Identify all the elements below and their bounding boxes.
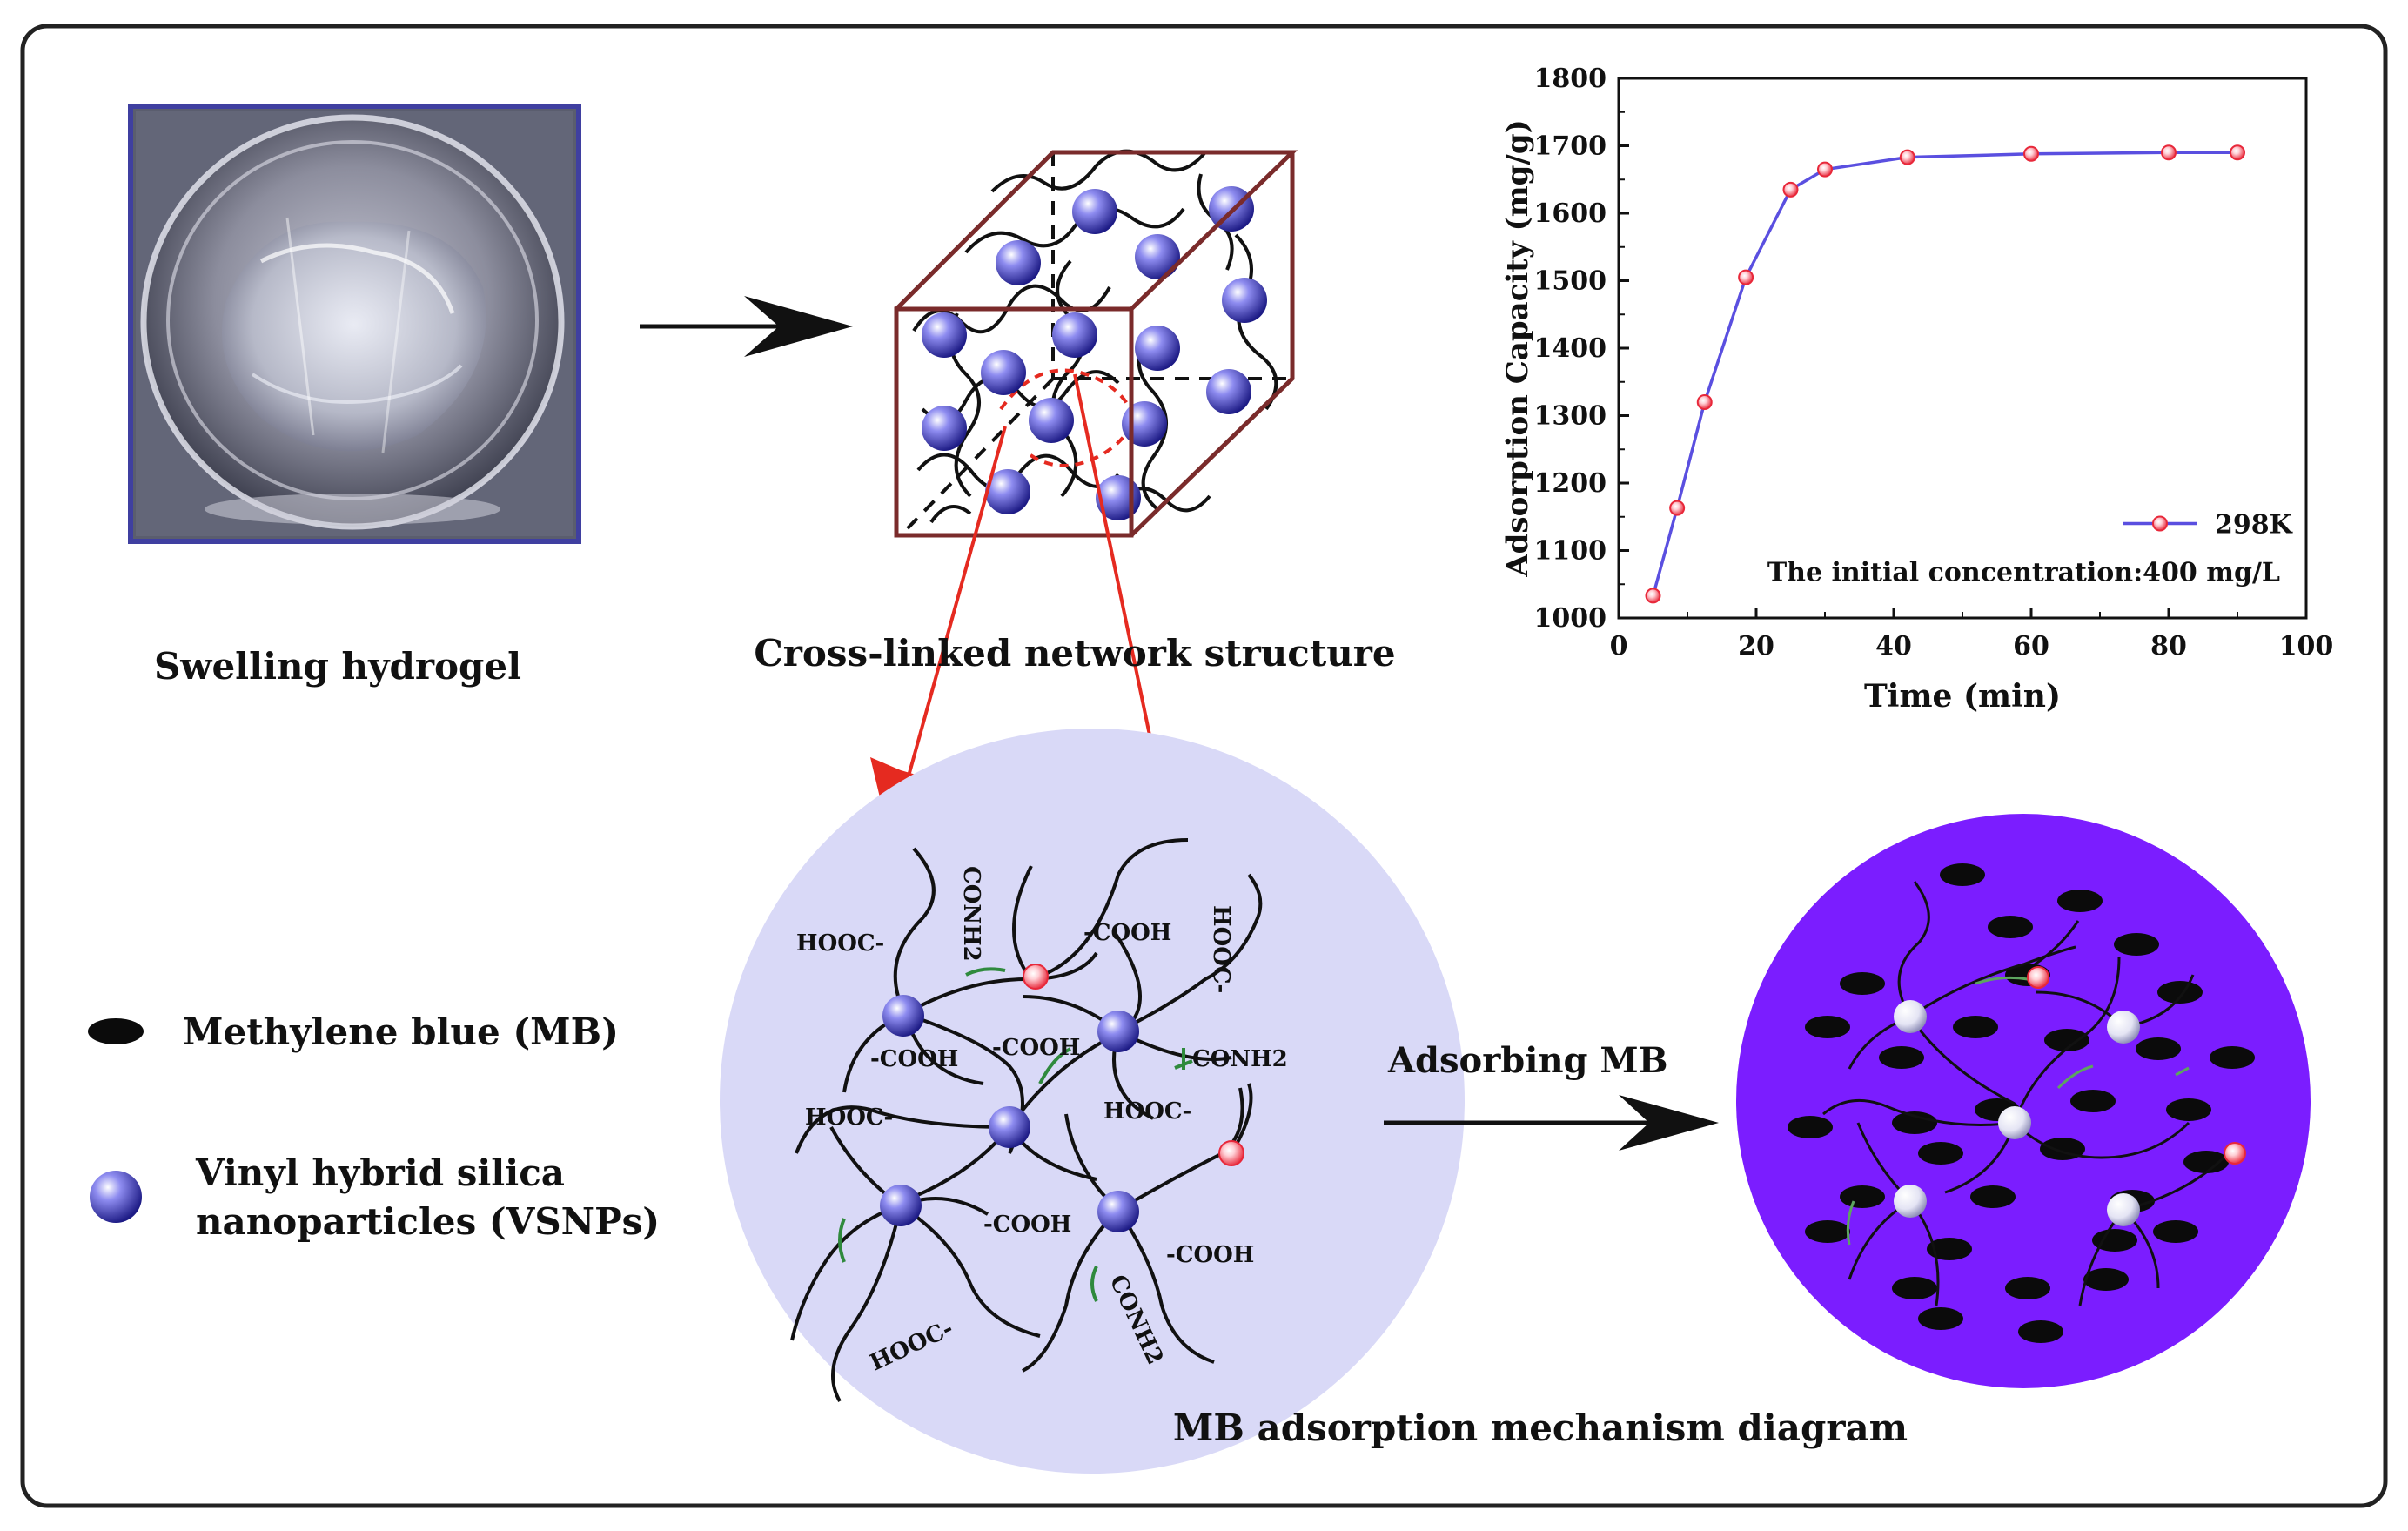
y-tick-label: 1200	[1534, 468, 1607, 499]
chart-annotation: The initial concentration:400 mg/L	[1767, 557, 2280, 588]
y-tick-label: 1700	[1534, 131, 1607, 162]
adsorption-chart: 0 20 40 60 80 100 1000 1100 1200 1300 1400 1500 1600…	[1500, 64, 2333, 715]
data-point	[1645, 588, 1661, 604]
group-label: -COOH	[1083, 920, 1171, 946]
x-tick-label: 0	[1610, 631, 1628, 661]
group-label: HOOC-	[1103, 1098, 1191, 1125]
y-tick-label: 1600	[1534, 198, 1607, 229]
x-axis-label: Time (min)	[1864, 678, 2061, 715]
adsorbed-circle	[1736, 814, 2311, 1388]
x-tick-label: 20	[1738, 631, 1774, 661]
mechanism-caption: MB adsorption mechanism diagram	[1173, 1407, 1908, 1449]
vsnp-legend-icon	[90, 1171, 142, 1223]
data-point	[2161, 144, 2177, 161]
hydrogel-photo	[128, 104, 581, 544]
arrowhead-icon	[744, 296, 853, 357]
legend-label-298k: 298K	[2215, 510, 2293, 541]
group-label: CONH2	[958, 866, 984, 962]
group-label: -COOH	[983, 1212, 1071, 1238]
y-tick-label: 1100	[1534, 536, 1607, 567]
network-cube	[894, 149, 1298, 538]
group-label: -COOH	[870, 1046, 958, 1072]
y-tick-label: 1300	[1534, 401, 1607, 432]
group-label: HOOC-	[1208, 905, 1234, 993]
y-tick-label: 1800	[1534, 64, 1607, 94]
data-point	[1899, 149, 1915, 165]
data-point	[2023, 145, 2039, 162]
adsorbing-arrow: Adsorbing MB	[1384, 1040, 1719, 1151]
data-point	[2230, 144, 2245, 161]
group-label: -COOH	[1166, 1242, 1254, 1268]
legend-vsnp-label-2: nanoparticles (VSNPs)	[196, 1200, 660, 1243]
legend-vsnp-label: Vinyl hybrid silica	[195, 1152, 565, 1194]
legend-mb-label: Methylene blue (MB)	[183, 1011, 619, 1053]
network-zoom-circle: HOOC- CONH2 -COOH HOOC- -COOH -COOH CONH…	[720, 729, 1465, 1474]
arrowhead-icon	[1619, 1095, 1719, 1151]
mb-legend-icon	[88, 1018, 144, 1044]
x-tick-label: 40	[1875, 631, 1912, 661]
network-structure-caption: Cross-linked network structure	[754, 632, 1395, 675]
y-axis-label: Adsorption Capacity (mg/g)	[1500, 119, 1535, 577]
outer-frame	[20, 24, 2388, 1508]
y-tick-label: 1000	[1534, 603, 1607, 634]
group-label: CONH2	[1192, 1046, 1288, 1072]
legend-marker	[2152, 515, 2168, 532]
data-point	[1817, 161, 1833, 178]
x-tick-label: 60	[2013, 631, 2049, 661]
swelling-hydrogel-caption: Swelling hydrogel	[154, 645, 521, 688]
x-tick-label: 80	[2150, 631, 2187, 661]
x-tick-label: 100	[2279, 631, 2334, 661]
series-line-298k	[1651, 151, 2237, 596]
mb-molecules	[1788, 863, 2255, 1343]
y-tick-label: 1500	[1534, 266, 1607, 297]
group-label: -COOH	[992, 1035, 1080, 1061]
group-label: HOOC-	[805, 1105, 893, 1131]
adsorbing-label: Adsorbing MB	[1387, 1040, 1668, 1081]
data-point	[1669, 500, 1686, 516]
data-point	[1696, 394, 1713, 410]
data-point	[1738, 269, 1754, 285]
legend: Methylene blue (MB) Vinyl hybrid silica …	[88, 1011, 660, 1243]
y-tick-label: 1400	[1534, 333, 1607, 364]
data-point	[1782, 181, 1799, 198]
arrow-to-network	[640, 296, 853, 357]
group-label: HOOC-	[796, 930, 884, 957]
